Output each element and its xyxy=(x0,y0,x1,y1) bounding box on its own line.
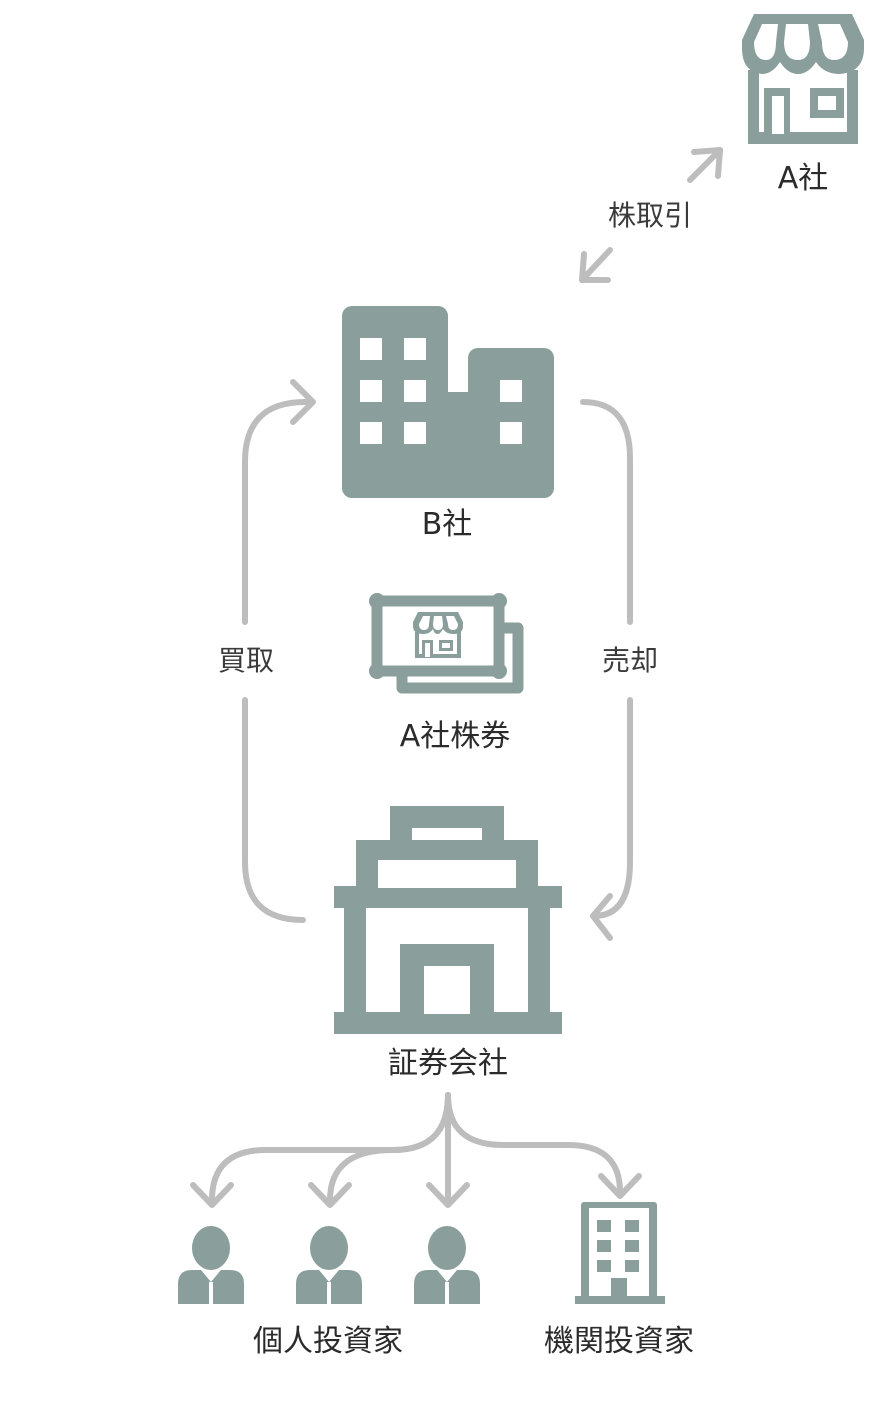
purchase-label: 買取 xyxy=(217,644,275,677)
securities-firm-label: 証券会社 xyxy=(388,1046,508,1081)
stock-certificate-label: A社株券 xyxy=(399,719,511,754)
person-icon xyxy=(414,1226,480,1304)
stock-trade-arrow-down-icon xyxy=(579,247,613,283)
tall-building-icon xyxy=(575,1202,665,1304)
institutional-investors-label: 機関投資家 xyxy=(544,1324,694,1359)
stock-certificate-icon xyxy=(369,593,524,694)
company-a-label: A社 xyxy=(777,161,829,196)
person-icon xyxy=(296,1226,362,1304)
storefront-icon xyxy=(742,14,864,144)
person-icon xyxy=(178,1226,244,1304)
purchase-arrow-icon xyxy=(242,379,316,923)
company-b-label: B社 xyxy=(421,507,473,542)
office-building-icon xyxy=(342,306,554,498)
securities-building-icon xyxy=(334,806,562,1034)
stock-trade-label: 株取引 xyxy=(607,199,693,232)
sale-arrow-icon xyxy=(580,399,633,941)
individual-investors-label: 個人投資家 xyxy=(253,1324,403,1359)
distribution-arrows-icon xyxy=(190,1092,642,1208)
sale-label: 売却 xyxy=(601,644,659,677)
stock-trade-arrow-up-icon xyxy=(687,147,723,183)
